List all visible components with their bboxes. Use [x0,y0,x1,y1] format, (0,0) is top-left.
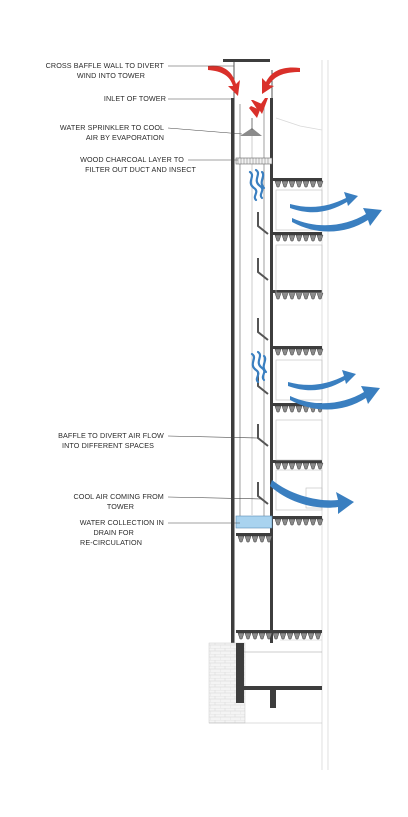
hot-air-arrows [208,65,300,118]
water-collection-tank [235,515,273,529]
floor-slabs [236,178,324,640]
label-water-collection: WATER COLLECTION IN DRAIN FOR RE-CIRCULA… [80,518,166,547]
baffle-plate [257,318,269,341]
ground-basement [208,642,322,724]
internal-baffles [257,212,269,505]
baffle-plate [257,212,269,235]
baffle-plate [257,482,269,505]
label-baffle-divert: BAFFLE TO DIVERT AIR FLOW INTO DIFFERENT… [58,431,166,450]
cool-air-arrows [270,192,382,514]
floor-slab [273,346,324,356]
floor-slab [273,460,324,470]
tower-walls [231,98,273,643]
floor-slab [236,630,322,640]
wavy-cool-air [248,168,268,384]
baffle-plate [257,424,269,447]
floor-slab [273,516,324,526]
cool-air-arrow-lower-icon [270,480,354,514]
cool-air-arrow-mid-a-icon [288,370,356,391]
hot-air-arrow-inner-left-icon [249,100,262,118]
annotation-labels: CROSS BAFFLE WALL TO DIVERT WIND INTO TO… [46,61,197,547]
cool-air-arrow-mid-b-icon [290,386,380,410]
background-building-outline [275,60,329,770]
leader-lines [167,65,263,524]
floor-slab [273,232,324,242]
water-sprinkler [240,118,262,136]
label-charcoal: WOOD CHARCOAL LAYER TO FILTER OUT DUCT A… [80,155,196,174]
label-cross-baffle: CROSS BAFFLE WALL TO DIVERT WIND INTO TO… [46,61,166,80]
hot-air-arrow-inner-right-icon [258,98,268,114]
cool-air-arrow-upper-a-icon [290,192,358,213]
hot-air-arrow-right-icon [262,67,300,94]
floor-slab [273,178,324,188]
hot-air-arrow-left-icon [208,65,240,96]
label-inlet: INLET OF TOWER [104,94,166,103]
label-cool-air: COOL AIR COMING FROM TOWER [74,492,167,511]
floor-slab [273,290,324,300]
label-sprinkler: WATER SPRINKLER TO COOL AIR BY EVAPORATI… [60,123,166,142]
floor-slab [236,533,273,543]
cool-air-arrow-upper-b-icon [292,208,382,232]
baffle-plate [257,258,269,281]
charcoal-filter-layer [235,157,273,165]
